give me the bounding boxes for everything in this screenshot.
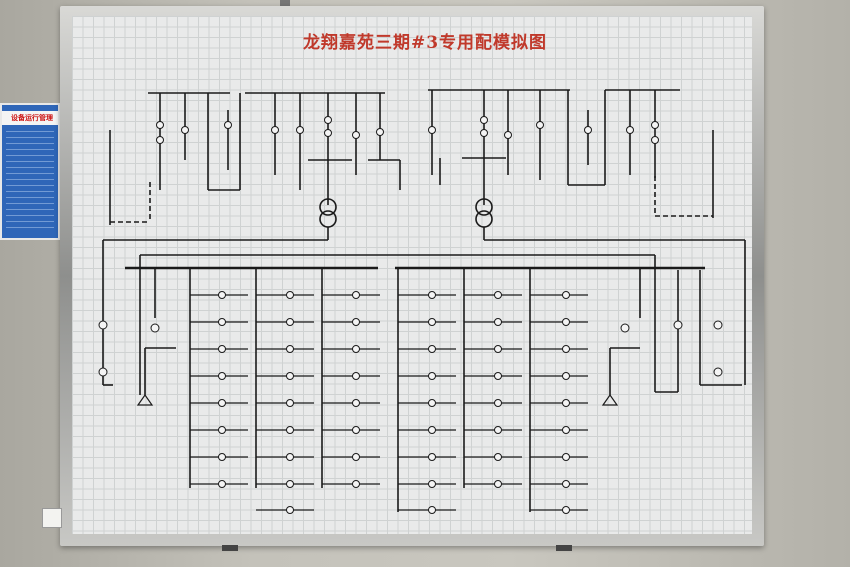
wall-socket [42,508,62,528]
wall-notice-board: 设备运行管理 [0,103,60,240]
lv-incomer-breakers [98,320,723,377]
earth-symbol-left [136,393,154,406]
notice-title: 设备运行管理 [2,111,58,125]
wall-hook [280,0,290,8]
transformer-right-primary [475,198,493,216]
board-title: 龙翔嘉苑三期#3专用配模拟图 [302,33,548,53]
frame-clip-left [222,545,238,551]
notice-text-lines [6,131,54,232]
transformer-left-secondary [319,210,337,228]
hv-switch-symbols [156,116,659,144]
transformer-right-secondary [475,210,493,228]
earth-symbol-right [601,393,619,406]
frame-clip-right [556,545,572,551]
feeder-breakers [218,291,570,514]
transformer-left-primary [319,198,337,216]
